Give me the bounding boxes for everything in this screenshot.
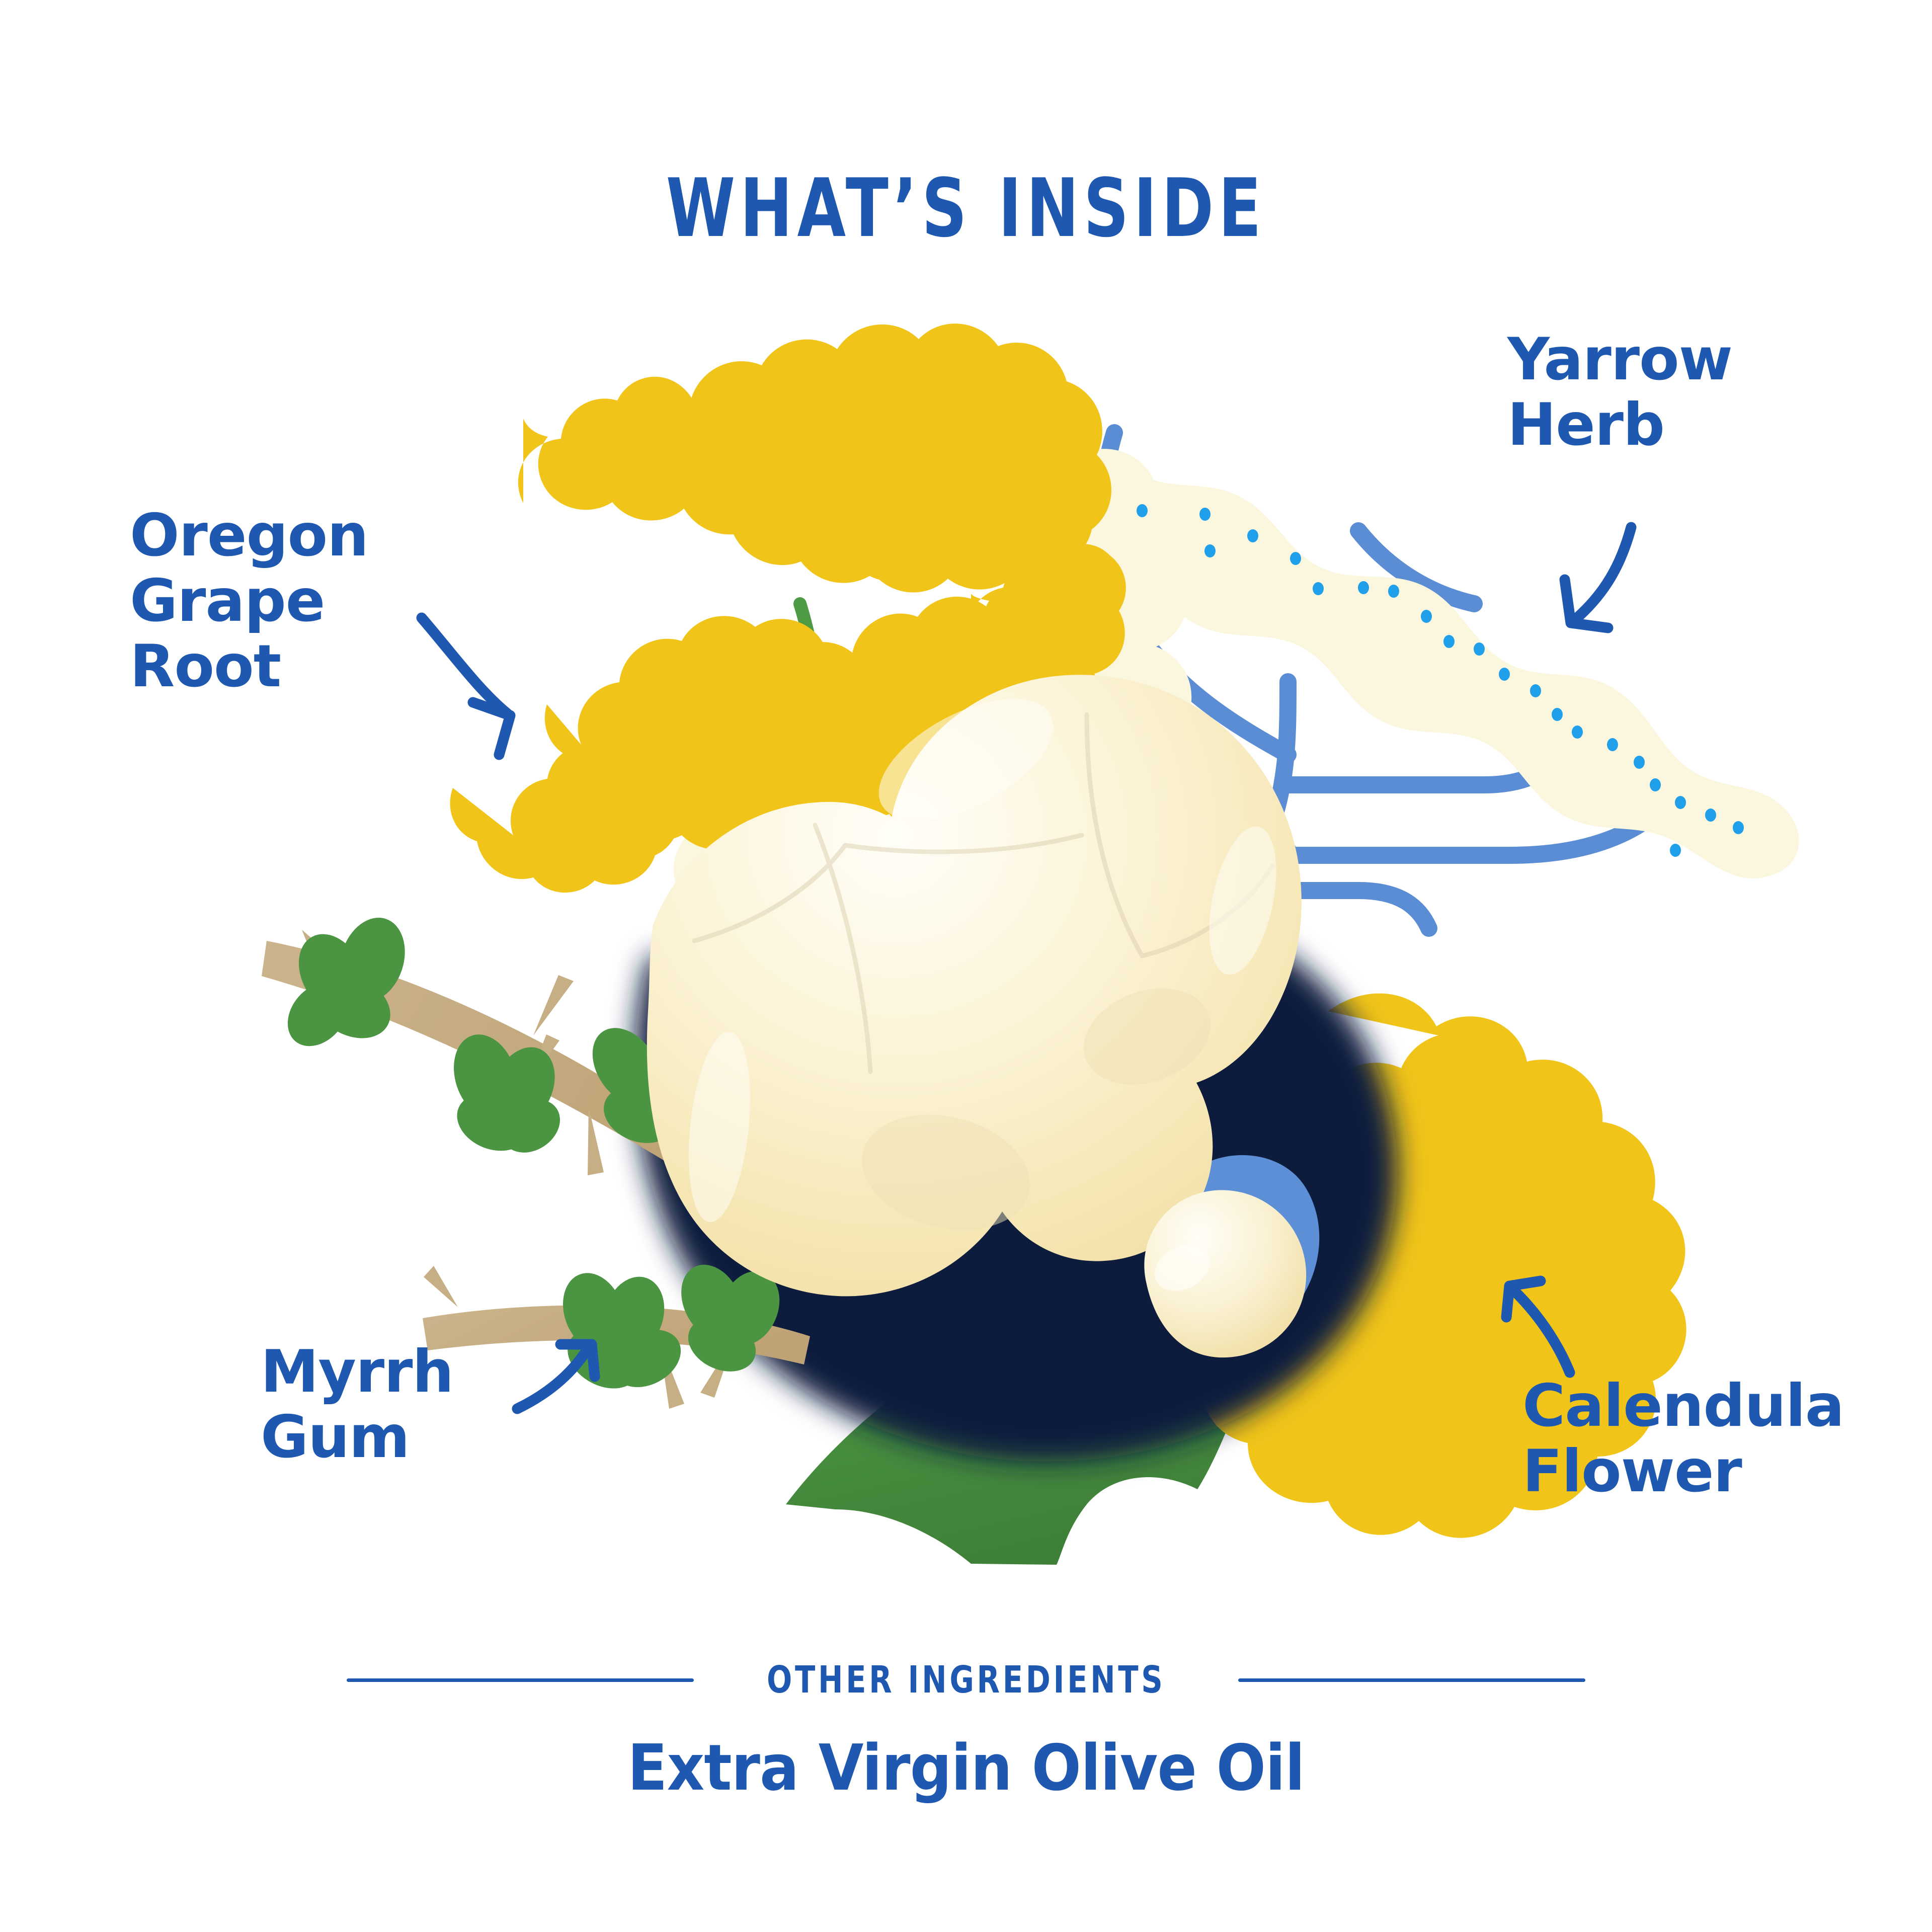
ingredient-label-calendula-flower: Calendula Flower: [1522, 1372, 1844, 1505]
ingredient-label-yarrow-herb: Yarrow Herb: [1507, 326, 1733, 459]
arrow-oregon-grape-root: [416, 612, 516, 760]
arrow-calendula-flower: [1501, 1275, 1575, 1378]
other-ingredients-value: Extra Virgin Olive Oil: [627, 1731, 1305, 1805]
other-ingredients-heading-row: OTHER INGREDIENTS: [0, 1658, 1932, 1702]
ingredient-label-myrrh-gum: Myrrh Gum: [261, 1338, 454, 1471]
salve-small-drop: [1135, 1190, 1307, 1373]
page-title: WHAT’S INSIDE: [666, 161, 1266, 255]
arrow-myrrh-gum: [512, 1339, 600, 1414]
divider-right: [1238, 1678, 1586, 1682]
salve-dollop: [647, 675, 1302, 1297]
ingredient-label-oregon-grape-root: Oregon Grape Root: [130, 502, 369, 700]
arrow-yarrow-herb: [1559, 522, 1637, 633]
divider-left: [346, 1678, 694, 1682]
other-ingredients-heading: OTHER INGREDIENTS: [766, 1658, 1166, 1702]
